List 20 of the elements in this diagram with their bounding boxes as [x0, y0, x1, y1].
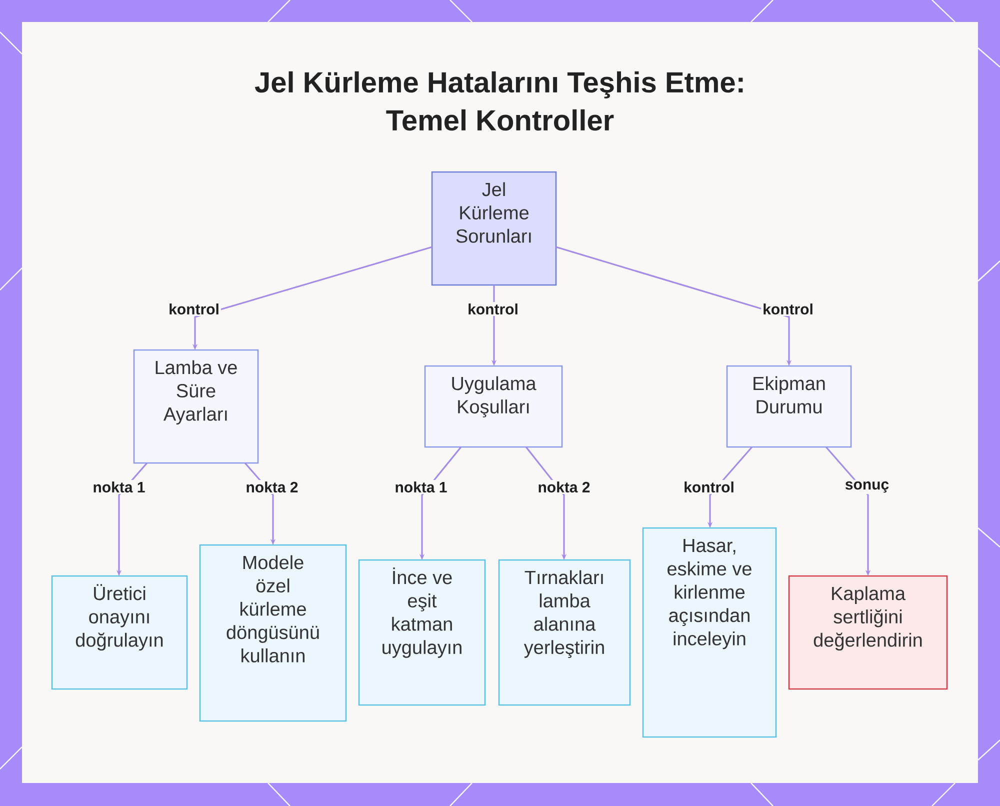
category-box: Ekipman Durumu — [726, 365, 852, 448]
edge-label: nokta 1 — [393, 480, 449, 494]
topic-box: Jel Kürleme Sorunları — [431, 171, 557, 286]
step-box: Tırnakları lamba alanına yerleştirin — [498, 559, 631, 706]
title: Jel Kürleme Hatalarını Teşhis Etme: Temel Kontroller — [254, 71, 743, 131]
edge-label: kontrol — [167, 302, 221, 316]
step-box: Modele özel kürleme döngüsünü kullanın — [199, 544, 347, 722]
category-box: Lamba ve Süre Ayarları — [133, 349, 259, 464]
edge-label: nokta 2 — [244, 480, 300, 494]
edge-label: nokta 2 — [536, 480, 592, 494]
edge-label: nokta 1 — [91, 480, 147, 494]
result-box: Kaplama sertliğini değerlendirin — [788, 575, 948, 690]
edge-label: kontrol — [682, 480, 736, 494]
edge-label: sonuç — [843, 480, 891, 494]
edge-label: kontrol — [466, 302, 520, 316]
step-box: İnce ve eşit katman uygulayın — [358, 559, 486, 706]
step-box: Hasar, eskime ve kirlenme açısından inceleyin — [642, 527, 777, 738]
step-box: Üretici onayını doğrulayın — [51, 575, 188, 690]
category-box: Uygulama Koşulları — [424, 365, 563, 448]
edge-label: kontrol — [761, 302, 815, 316]
